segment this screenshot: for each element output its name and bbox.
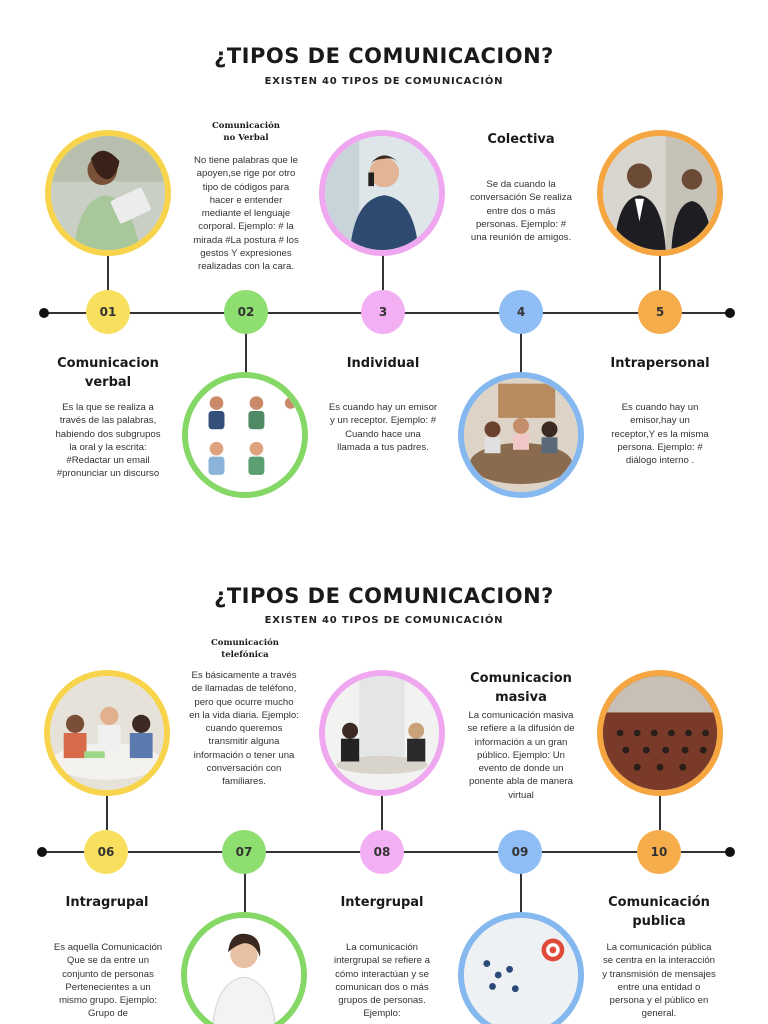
text-06: Es aquella Comunicación Que se da entre … <box>53 942 163 1020</box>
node-08: 08 <box>360 830 404 874</box>
section-1-title: ¿TIPOS DE COMUNICACION? <box>214 44 554 68</box>
text-09: La comunicación masiva se refiere a la d… <box>467 710 575 801</box>
node-3: 3 <box>361 290 405 334</box>
stem <box>659 790 661 830</box>
office-meeting-photo <box>319 670 445 796</box>
node-10: 10 <box>637 830 681 874</box>
text-10: La comunicación pública se centra en la … <box>602 942 716 1020</box>
crowd-target-photo <box>458 912 584 1024</box>
man-on-phone-photo <box>319 130 445 256</box>
text-5: Es cuando hay un emisor,hay un receptor,… <box>611 402 709 467</box>
stem <box>520 333 522 375</box>
stem <box>245 333 247 381</box>
heading-01: Comunicacion verbal <box>57 356 159 390</box>
auditorium-photo <box>597 670 723 796</box>
timeline-end-dot <box>725 847 735 857</box>
node-07: 07 <box>222 830 266 874</box>
node-09: 09 <box>498 830 542 874</box>
text-07: Es básicamente a través de llamadas de t… <box>189 670 299 788</box>
text-01: Es la que se realiza a través de las pal… <box>55 402 161 480</box>
node-06: 06 <box>84 830 128 874</box>
node-5: 5 <box>638 290 682 334</box>
gesturing-people-photo <box>182 372 308 498</box>
man-and-mirror-photo <box>597 130 723 256</box>
stem <box>381 790 383 830</box>
stem <box>382 250 384 292</box>
section-2-title: ¿TIPOS DE COMUNICACION? <box>214 584 554 608</box>
stem <box>520 872 522 914</box>
heading-08: Intergrupal <box>340 895 424 910</box>
text-02: No tiene palabras que le apoyen,se rige … <box>193 155 299 273</box>
heading-07: Comunicación telefónica <box>211 638 279 660</box>
heading-09: Comunicacion masiva <box>470 671 572 705</box>
node-4: 4 <box>499 290 543 334</box>
timeline-start-dot <box>39 308 49 318</box>
heading-02: Comunicación no Verbal <box>212 121 280 143</box>
node-01: 01 <box>86 290 130 334</box>
heading-4: Colectiva <box>487 132 555 147</box>
heading-06: Intragrupal <box>65 895 149 910</box>
timeline-end-dot <box>725 308 735 318</box>
section-1-subtitle: EXISTEN 40 TIPOS DE COMUNICACIÓN <box>264 76 504 87</box>
heading-10: Comunicación publica <box>608 895 710 929</box>
woman-with-tablet-photo <box>45 130 171 256</box>
node-02: 02 <box>224 290 268 334</box>
heading-5: Intrapersonal <box>610 356 710 371</box>
woman-on-phone-photo <box>181 912 307 1024</box>
group-meeting-photo <box>458 372 584 498</box>
text-08: La comunicación intergrupal se refiere a… <box>334 942 430 1020</box>
team-at-table-photo <box>44 670 170 796</box>
stem <box>107 248 109 292</box>
text-4: Se da cuando la conversación Se realiza … <box>470 179 572 244</box>
heading-3: Individual <box>346 356 420 371</box>
stem <box>106 790 108 830</box>
stem <box>244 872 246 914</box>
section-2-subtitle: EXISTEN 40 TIPOS DE COMUNICACIÓN <box>264 615 504 626</box>
stem <box>659 250 661 292</box>
timeline-start-dot <box>37 847 47 857</box>
text-3: Es cuando hay un emisor y un receptor. E… <box>328 402 438 453</box>
